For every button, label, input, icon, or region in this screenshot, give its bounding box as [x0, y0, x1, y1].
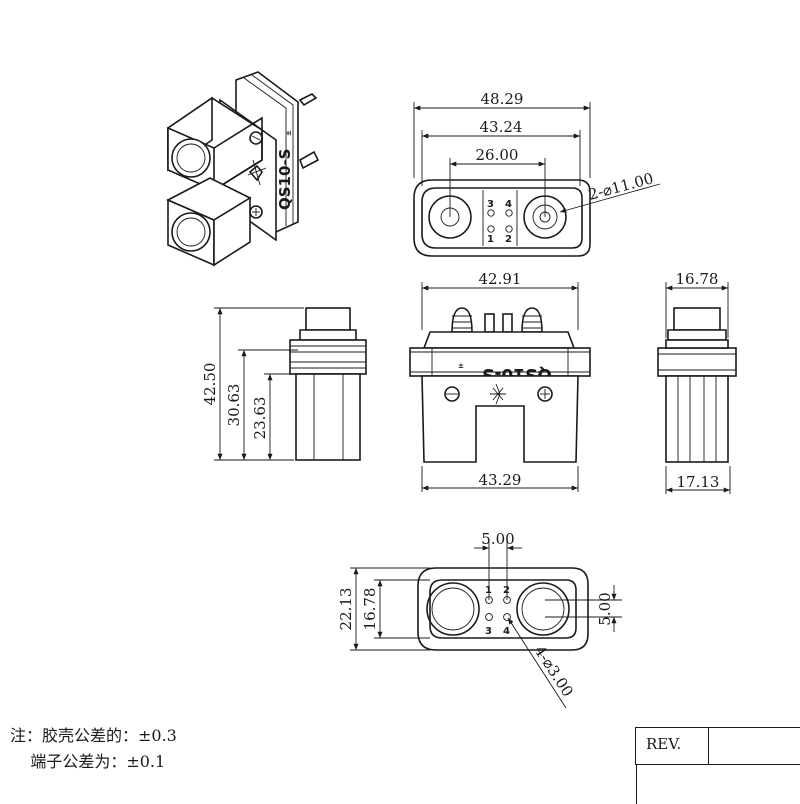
isometric-view: QS10-S ±: [166, 71, 320, 267]
bottom-pin-3: 3: [485, 626, 492, 637]
top-pin-1: 1: [487, 234, 494, 245]
right-view: 16.78 17.13: [657, 270, 737, 494]
front-small-mark: ±: [458, 362, 464, 370]
dim-inner-width: 43.24: [480, 118, 523, 136]
dim-right-bottom-width: 17.13: [677, 473, 720, 491]
note-housing-tolerance: 注：胶壳公差的：±0.3: [10, 726, 177, 745]
rev-label: REV.: [646, 735, 682, 753]
dim-front-top-width: 42.91: [479, 270, 522, 288]
iso-small-mark: ±: [285, 130, 293, 136]
title-block: REV.: [635, 727, 800, 804]
top-view: 3 4 1 2 48.29 43.24 26.00 2-⌀11.00: [413, 90, 661, 257]
top-pin-3: 3: [487, 199, 494, 210]
front-view: QS10-S ± 42.91 43.29: [409, 270, 591, 492]
dim-pin-pitch-y: 5.00: [596, 592, 614, 625]
title-block-divider: [708, 728, 709, 764]
callout-small-hole: 4-⌀3.00: [531, 642, 577, 700]
top-pin-2: 2: [505, 234, 512, 245]
iso-part-marking: QS10-S: [276, 149, 294, 210]
top-pin-4: 4: [505, 199, 512, 210]
dim-front-bottom-width: 43.29: [479, 471, 522, 489]
dim-right-top-width: 16.78: [676, 270, 719, 288]
note-terminal-tolerance: 端子公差为：±0.1: [10, 752, 166, 771]
bottom-view: 1 2 3 4 5.00 5.00 22.13 16.78 4-⌀3.00: [337, 530, 622, 709]
bottom-pin-4: 4: [503, 626, 510, 637]
title-block-edge: [636, 764, 637, 804]
dim-body-height: 23.63: [251, 397, 269, 440]
bottom-pin-1: 1: [485, 585, 492, 596]
callout-large-hole: 2-⌀11.00: [586, 169, 655, 204]
dim-pin-spacing: 26.00: [476, 146, 519, 164]
dim-pin-pitch-x: 5.00: [481, 530, 514, 548]
dim-total-height: 42.50: [201, 363, 219, 406]
dim-inner-height: 16.78: [361, 588, 379, 631]
left-view: 42.50 30.63 23.63: [201, 307, 367, 461]
dim-overall-width: 48.29: [481, 90, 524, 108]
bottom-pin-2: 2: [503, 585, 510, 596]
dim-outer-height: 22.13: [337, 588, 355, 631]
dim-mid-height: 30.63: [225, 384, 243, 427]
